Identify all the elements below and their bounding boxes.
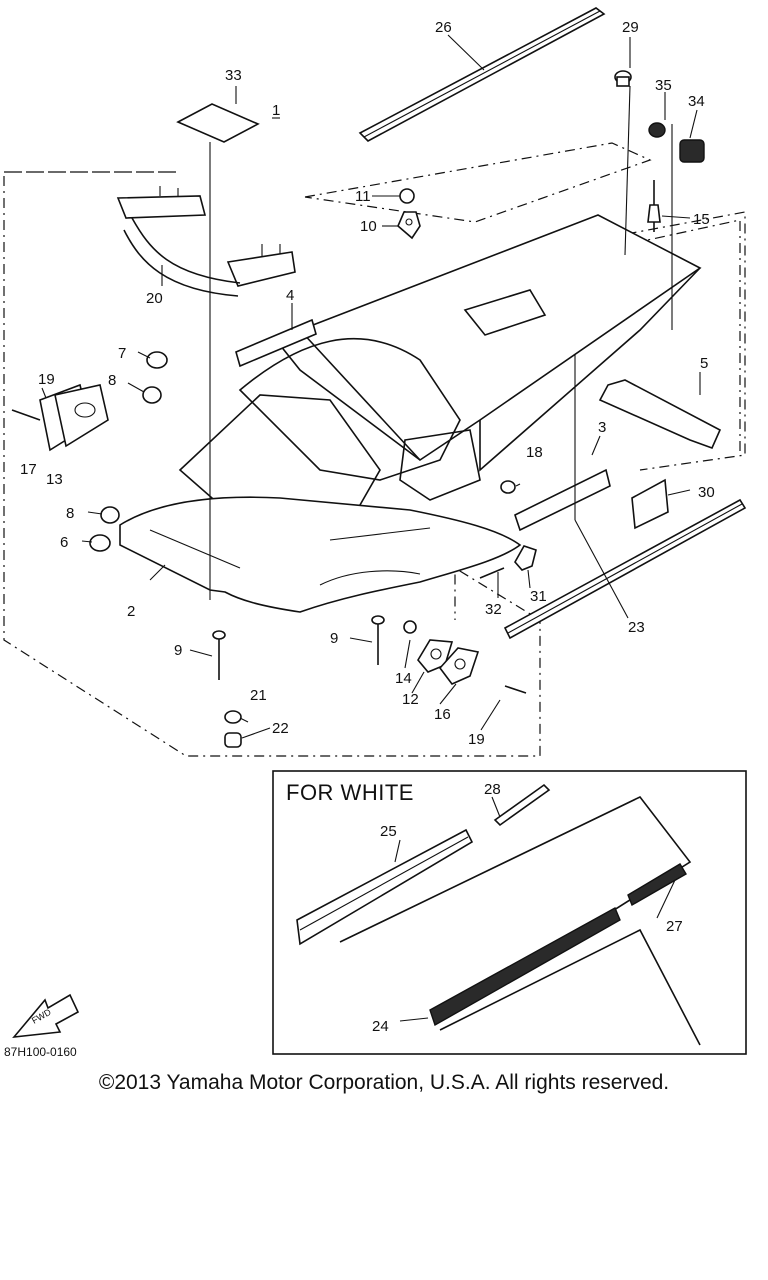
frame-assembly xyxy=(178,214,702,541)
upper-parts-boundary xyxy=(304,142,652,223)
part-19-bolt-left xyxy=(11,409,41,421)
part-10-bracket xyxy=(397,211,421,240)
part-26-strip xyxy=(358,7,606,142)
part-8-bushing-lower xyxy=(100,506,120,524)
part-label: 16 xyxy=(434,706,451,723)
part-11-nut xyxy=(399,188,415,204)
fwd-arrow-icon: FWD xyxy=(12,993,80,1039)
inset-title: FOR WHITE xyxy=(286,780,414,805)
leader-lines xyxy=(41,34,701,739)
part-2-lower-pan xyxy=(119,496,522,613)
part-25-decal xyxy=(296,828,474,946)
part-15-pin xyxy=(647,180,661,232)
part-label: 24 xyxy=(372,1018,389,1035)
part-label: 25 xyxy=(380,823,397,840)
part-label: 8 xyxy=(108,372,116,389)
exploded-parts-diagram: FWD 33 1 26 29 35 34 11 10 15 20 4 7 8 1… xyxy=(3,7,747,1055)
part-13-bracket xyxy=(54,384,109,448)
part-label: 23 xyxy=(628,619,645,636)
part-label: 33 xyxy=(225,67,242,84)
part-label: 34 xyxy=(688,93,705,110)
copyright-notice: ©2013 Yamaha Motor Corporation, U.S.A. A… xyxy=(98,1071,670,1094)
part-22-cap xyxy=(224,732,242,748)
part-23-rail xyxy=(503,498,747,640)
part-35-cap xyxy=(648,122,666,138)
part-label: 19 xyxy=(38,371,55,388)
part-5-bracket xyxy=(598,379,722,450)
part-24-strip xyxy=(399,907,621,1027)
part-9-bolt-left xyxy=(212,630,226,680)
part-3-rail xyxy=(514,468,611,532)
part-label: 28 xyxy=(484,781,501,798)
part-label: 14 xyxy=(395,670,412,687)
part-19-bolt-right xyxy=(504,685,527,694)
assembly-boundary xyxy=(3,171,541,757)
part-7-bushing xyxy=(146,351,168,369)
part-label: 15 xyxy=(693,211,710,228)
part-14-washer xyxy=(403,620,417,634)
part-label: 22 xyxy=(272,720,289,737)
part-label: 20 xyxy=(146,290,163,307)
part-6-bushing xyxy=(89,534,111,552)
part-number-labels: 33 1 26 29 35 34 11 10 15 20 4 7 8 19 17… xyxy=(20,19,715,1035)
part-label: 10 xyxy=(360,218,377,235)
part-label: 30 xyxy=(698,484,715,501)
part-label: 18 xyxy=(526,444,543,461)
part-label: 35 xyxy=(655,77,672,94)
part-28-decal xyxy=(493,783,551,827)
part-label: 21 xyxy=(250,687,267,704)
part-label: 29 xyxy=(622,19,639,36)
part-label: 17 xyxy=(20,461,37,478)
part-label: 8 xyxy=(66,505,74,522)
part-label: 31 xyxy=(530,588,547,605)
part-34-clip xyxy=(679,139,705,163)
part-29-grommet xyxy=(614,70,632,87)
part-27-strip xyxy=(627,863,687,907)
part-label: 3 xyxy=(598,419,606,436)
part-label: 32 xyxy=(485,601,502,618)
inset-box xyxy=(272,770,747,1055)
part-33-label xyxy=(176,103,260,143)
part-30-decal xyxy=(631,478,669,530)
part-9-bolt-center xyxy=(371,615,385,665)
part-label: 6 xyxy=(60,534,68,551)
part-label: 2 xyxy=(127,603,135,620)
figure-code: 87H100-0160 xyxy=(4,1045,77,1059)
rear-parts-boundary xyxy=(439,219,741,455)
assembly-boundary-right xyxy=(539,211,746,471)
part-label: 11 xyxy=(355,188,371,205)
part-label: 19 xyxy=(468,731,485,748)
part-label: 13 xyxy=(46,471,63,488)
part-label: 27 xyxy=(666,918,683,935)
part-label: 9 xyxy=(330,630,338,647)
part-32-bolt xyxy=(479,567,505,579)
part-label: 26 xyxy=(435,19,452,36)
part-20-grab-bar xyxy=(116,186,296,297)
part-label: 1 xyxy=(272,102,280,119)
part-18-cap xyxy=(500,480,516,494)
part-label: 12 xyxy=(402,691,419,708)
part-21-collar xyxy=(224,710,242,724)
part-4-rail xyxy=(235,318,317,368)
part-label: 7 xyxy=(118,345,126,362)
part-8-bushing-upper xyxy=(142,386,162,404)
part-16-bracket xyxy=(438,647,480,685)
part-label: 9 xyxy=(174,642,182,659)
part-31-clamp xyxy=(514,545,537,571)
part-label: 5 xyxy=(700,355,708,372)
part-label: 4 xyxy=(286,287,294,304)
